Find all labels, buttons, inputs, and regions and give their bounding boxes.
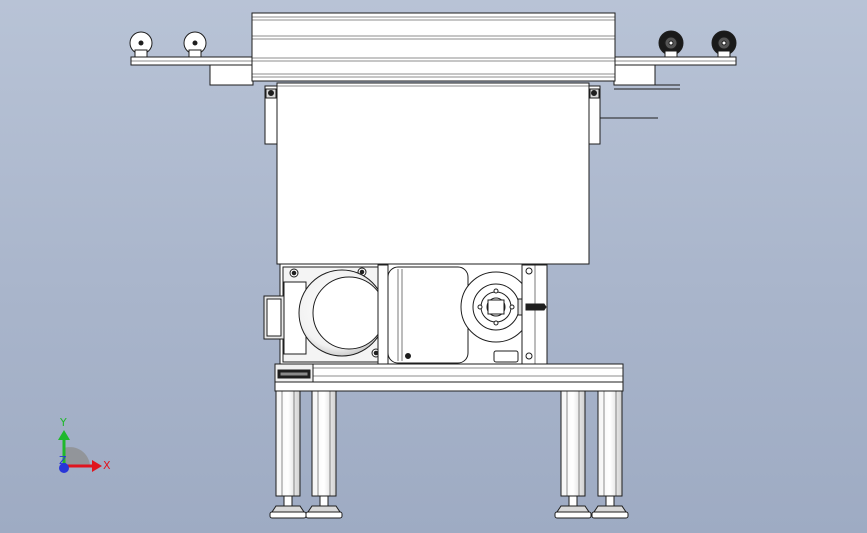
x-axis-arrow-icon <box>92 460 102 472</box>
top-profile-beam <box>251 12 616 82</box>
triad-rotation-arc-icon <box>64 447 90 466</box>
stand-leg-3 <box>560 390 586 497</box>
stand-leg-4 <box>597 390 623 497</box>
leveling-foot-2 <box>305 495 343 519</box>
x-axis-label: X <box>103 459 111 472</box>
drive-motor <box>263 269 386 357</box>
stand-top-beam <box>274 363 624 392</box>
left-guide-wheel-outer <box>129 31 153 58</box>
right-guide-wheel-outer <box>711 30 737 58</box>
main-housing-box <box>276 82 590 265</box>
right-side-bracket <box>588 85 601 145</box>
coordinate-triad: Y X Z <box>58 416 111 473</box>
left-guide-wheel-inner <box>183 31 207 58</box>
z-axis-label: Z <box>59 454 67 467</box>
z-axis-origin-icon <box>59 463 69 473</box>
gearbox <box>377 264 548 365</box>
leveling-foot-3 <box>554 495 592 519</box>
stand-leg-2 <box>311 390 337 497</box>
leveling-foot-1 <box>269 495 307 519</box>
left-side-bracket <box>264 85 278 145</box>
right-guide-wheel-inner <box>658 30 684 58</box>
y-axis-arrow-icon <box>58 430 70 440</box>
y-axis-label: Y <box>59 416 67 429</box>
leveling-foot-4 <box>591 495 629 519</box>
stand-leg-1 <box>275 390 301 497</box>
